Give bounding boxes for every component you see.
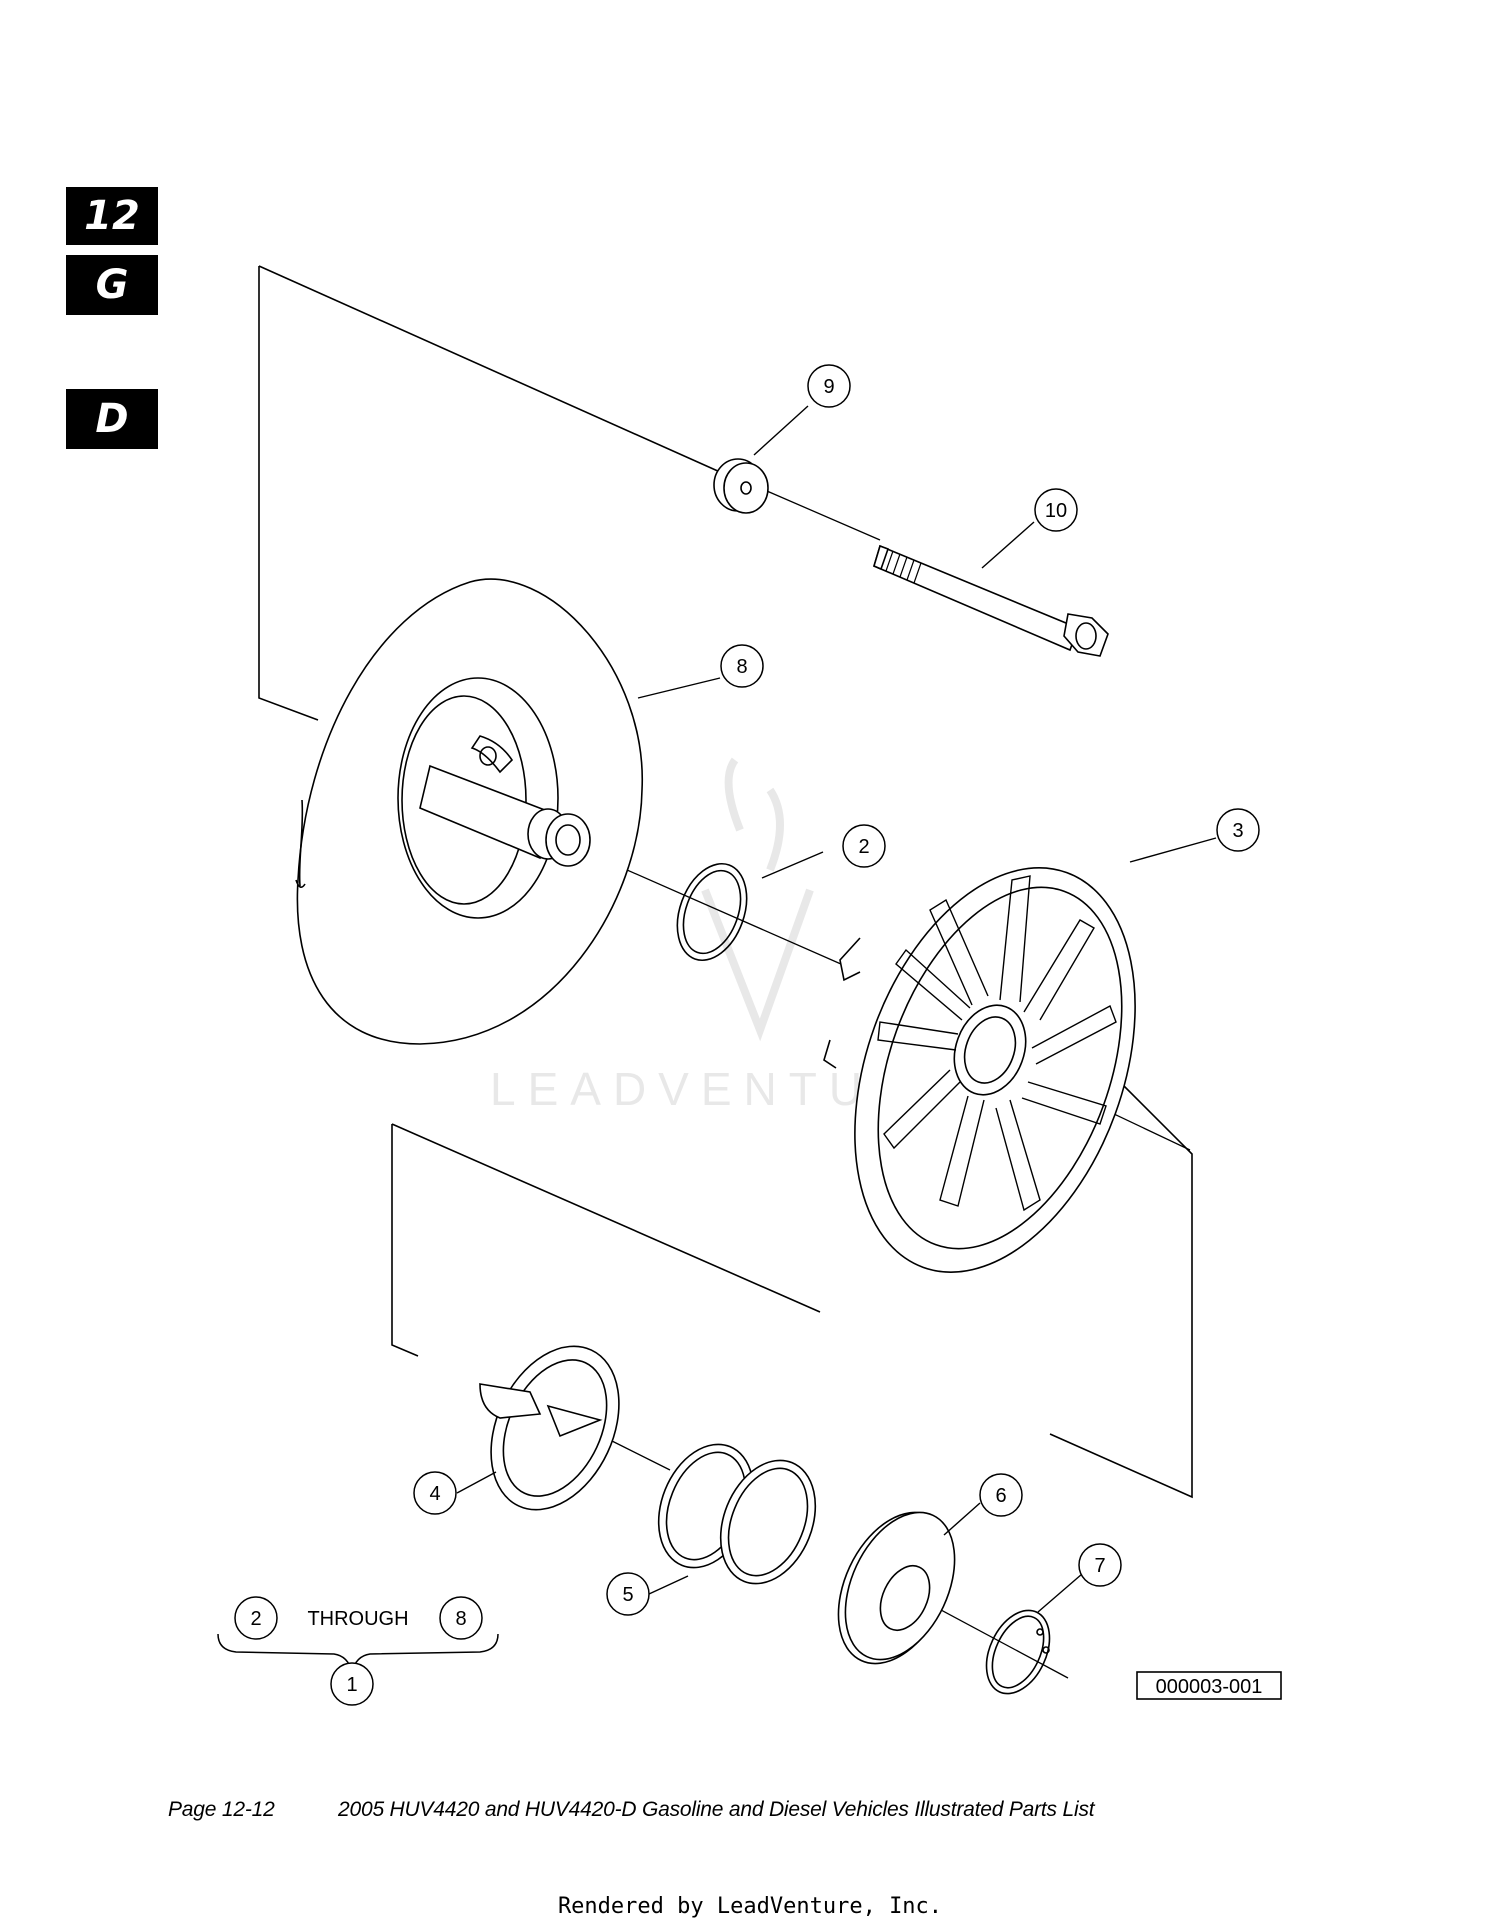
page-number: Page 12-12 (168, 1798, 275, 1821)
section-tab-diesel: D (66, 389, 158, 449)
part-8-fixed-sheave (295, 578, 643, 1045)
figure-id: 000003-001 (1156, 1676, 1263, 1698)
part-9-spacer (713, 458, 769, 514)
figure-id-box (1136, 1671, 1282, 1700)
part-7-retaining-ring (985, 1609, 1051, 1695)
callout-6: 6 (995, 1485, 1006, 1507)
callout-1: 1 (346, 1674, 357, 1696)
range-to-callout: 8 (455, 1608, 466, 1630)
callout-circles (234, 364, 1260, 1706)
callout-9: 9 (823, 376, 834, 398)
callout-4: 4 (429, 1483, 440, 1505)
range-from-callout: 2 (250, 1608, 261, 1630)
callout-2: 2 (858, 836, 869, 858)
document-title: 2005 HUV4420 and HUV4420-D Gasoline and … (338, 1798, 1095, 1821)
part-2-washer (676, 862, 748, 962)
section-tab-letter: G (66, 255, 158, 315)
part-6-thrust-washer (837, 1511, 956, 1665)
upper-assembly-bracket (258, 265, 721, 721)
callout-5: 5 (622, 1584, 633, 1606)
range-through-label: THROUGH (307, 1608, 408, 1630)
rendered-by-credit: Rendered by LeadVenture, Inc. (557, 1894, 943, 1919)
lower-assembly-bracket (391, 1071, 1193, 1499)
callout-leader-lines (456, 405, 1217, 1613)
part-4-cam (479, 1345, 620, 1511)
watermark-logo-icon (701, 757, 814, 1042)
part-10-bolt (873, 544, 1109, 657)
callout-3: 3 (1232, 820, 1243, 842)
part-5-spring (657, 1443, 817, 1585)
section-tab-number: 12 (66, 187, 158, 245)
callout-7: 7 (1094, 1555, 1105, 1577)
callout-8: 8 (736, 656, 747, 678)
callout-10: 10 (1045, 500, 1067, 522)
part-3-movable-sheave (823, 867, 1136, 1273)
